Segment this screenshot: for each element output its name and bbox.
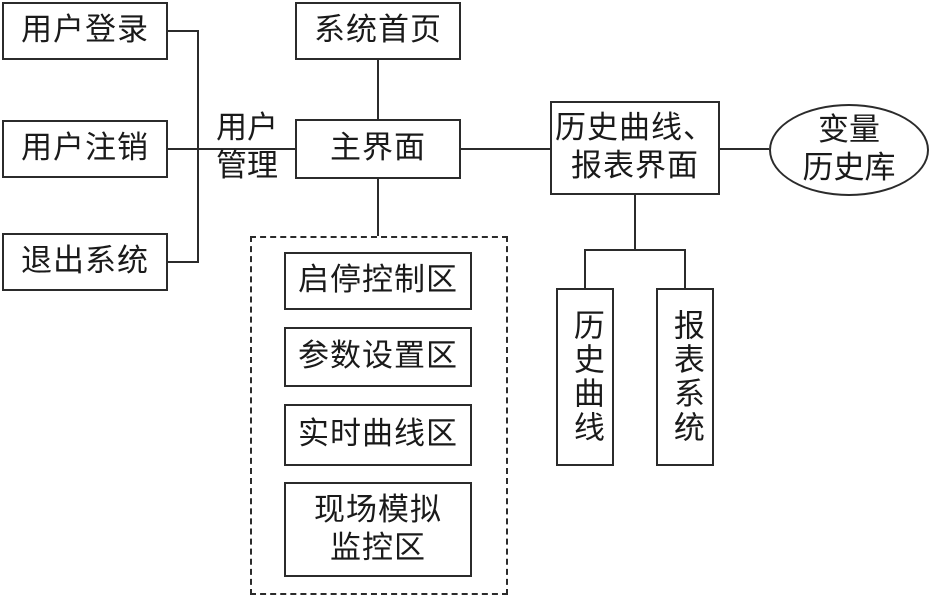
history-curve-label: 历史曲线 xyxy=(567,309,604,445)
history-report-ui-label: 历史曲线、 报表界面 xyxy=(555,110,715,184)
report-system-node: 报表系统 xyxy=(656,288,714,466)
connector-sub-items xyxy=(584,249,686,288)
field-sim-area-label: 现场模拟 监控区 xyxy=(314,491,442,566)
param-setting-area-node: 参数设置区 xyxy=(284,327,472,387)
history-report-ui-node: 历史曲线、 报表界面 xyxy=(550,101,720,195)
system-home-node: 系统首页 xyxy=(295,2,461,60)
history-curve-node: 历史曲线 xyxy=(556,288,614,466)
exit-system-label: 退出系统 xyxy=(21,243,149,280)
variable-history-db-label: 变量 历史库 xyxy=(802,112,896,186)
start-stop-area-node: 启停控制区 xyxy=(284,252,472,310)
exit-system-node: 退出系统 xyxy=(2,233,168,291)
user-manage-label: 用户 管理 xyxy=(216,110,278,184)
user-register-label: 用户注销 xyxy=(21,130,149,167)
field-sim-area-node: 现场模拟 监控区 xyxy=(284,482,472,577)
control-area-group xyxy=(250,236,508,595)
main-interface-node: 主界面 xyxy=(295,119,461,179)
realtime-curve-area-label: 实时曲线区 xyxy=(298,416,458,453)
user-register-node: 用户注销 xyxy=(2,120,168,178)
report-system-label: 报表系统 xyxy=(667,309,704,445)
main-interface-label: 主界面 xyxy=(330,130,426,167)
user-login-label: 用户登录 xyxy=(21,12,149,49)
user-login-node: 用户登录 xyxy=(2,2,168,60)
system-home-label: 系统首页 xyxy=(314,12,442,49)
start-stop-area-label: 启停控制区 xyxy=(298,262,458,299)
realtime-curve-area-node: 实时曲线区 xyxy=(284,404,472,466)
variable-history-db-node: 变量 历史库 xyxy=(769,104,929,196)
param-setting-area-label: 参数设置区 xyxy=(298,338,458,375)
connector-login xyxy=(168,30,199,263)
